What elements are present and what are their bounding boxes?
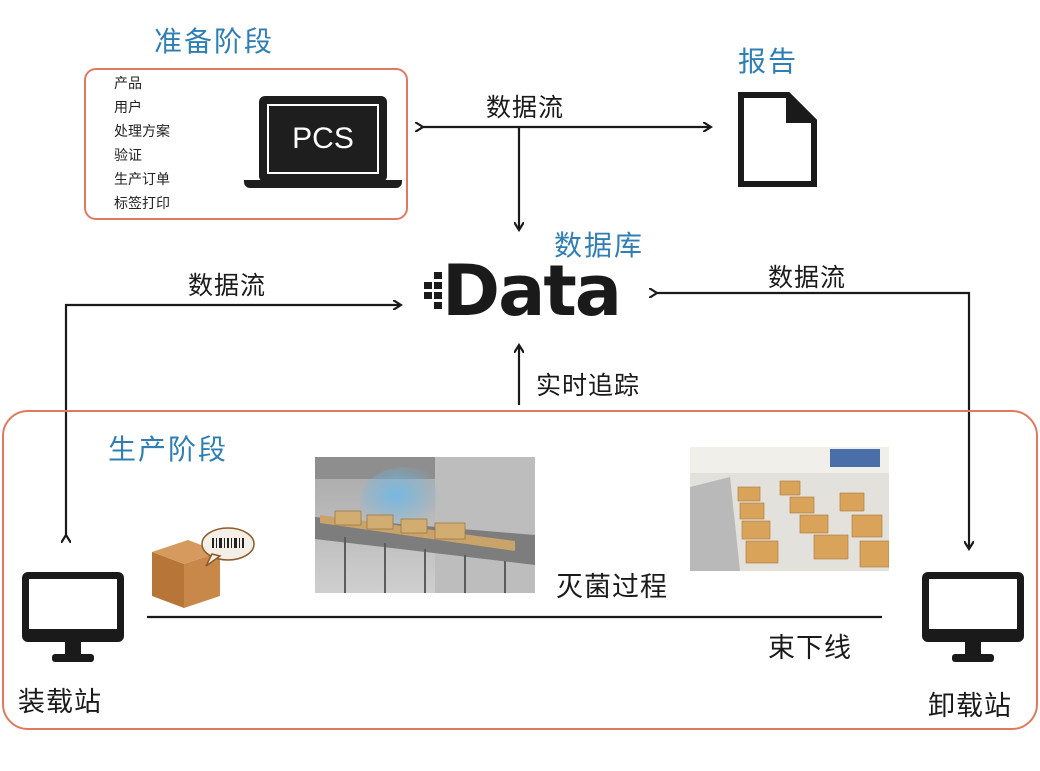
document-icon (738, 92, 817, 187)
unloading-station-monitor-icon (922, 572, 1024, 664)
report-title: 报告 (738, 45, 799, 78)
prep-item: 用户 (114, 100, 142, 116)
top-flow-label: 数据流 (486, 93, 565, 122)
warehouse-image (690, 447, 889, 571)
left-flow-label: 数据流 (188, 271, 267, 300)
unloading-station-label: 卸载站 (928, 691, 1012, 722)
right-flow-label: 数据流 (768, 263, 847, 292)
prep-item-list: 产品 用户 处理方案 验证 生产订单 标签打印 (114, 72, 170, 216)
prep-stage-title: 准备阶段 (154, 25, 275, 58)
laptop-icon: PCS (244, 96, 402, 190)
production-stage-box (2, 410, 1038, 730)
loading-station-monitor-icon (22, 572, 124, 664)
prep-item: 产品 (114, 76, 142, 92)
data-logo: Data (420, 250, 630, 332)
left-flow-arrow (66, 305, 400, 536)
barcode-box-icon (152, 527, 255, 608)
sterilization-conveyor-image (315, 457, 535, 593)
sterilization-label: 灭菌过程 (556, 572, 668, 603)
prep-item: 生产订单 (114, 172, 170, 188)
prep-item: 处理方案 (114, 124, 170, 140)
data-logo-pixel-icon (424, 272, 442, 309)
offline-label: 束下线 (768, 633, 852, 664)
tracking-label: 实时追踪 (536, 371, 641, 400)
database-title: 数据库 (554, 229, 645, 262)
right-flow-arrow (656, 293, 969, 548)
prep-stage-box (84, 68, 408, 220)
production-stage-title: 生产阶段 (108, 433, 229, 466)
loading-station-label: 装载站 (18, 687, 102, 718)
prep-item: 验证 (114, 148, 142, 164)
prep-item: 标签打印 (114, 196, 170, 212)
laptop-screen-label: PCS (292, 122, 354, 155)
data-logo-text: Data (442, 250, 622, 332)
